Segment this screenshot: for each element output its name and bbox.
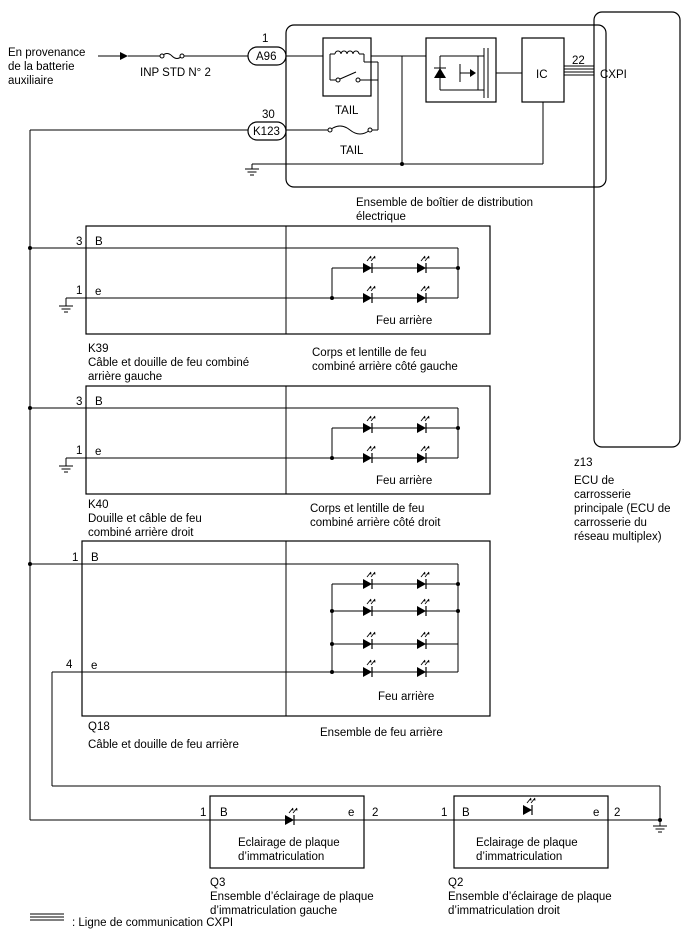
- q3-label-line2: d’immatriculation gauche: [210, 905, 337, 917]
- q3-label-line1: Ensemble d’éclairage de plaque: [210, 891, 374, 903]
- k39-lens-line2: combiné arrière côté gauche: [312, 361, 458, 373]
- q3-plate-lamp: [209, 795, 365, 869]
- k39-e-pin: 1: [76, 285, 82, 297]
- q2-label-line1: Ensemble d’éclairage de plaque: [448, 891, 612, 903]
- q3-b-term: B: [220, 807, 228, 819]
- fuse-symbol: [161, 53, 183, 59]
- k40-code: K40: [88, 499, 108, 511]
- tail-fuse-symbol: [329, 125, 371, 135]
- cxpi-label: CXPI: [600, 69, 627, 81]
- relay-tail-label: TAIL: [335, 105, 359, 117]
- q2-lamp-line2: d’immatriculation: [476, 851, 562, 863]
- source-label-line1: En provenance: [8, 47, 85, 59]
- connector-k123-label: K123: [253, 126, 280, 138]
- legend-cxpi-text: : Ligne de communication CXPI: [72, 917, 233, 929]
- tail-relay: [322, 37, 372, 97]
- k39-b-term: B: [95, 236, 103, 248]
- q18-e-pin: 4: [66, 659, 73, 671]
- ecu-label-line3: principale (ECU de: [574, 503, 671, 515]
- ecu-label-line2: carrosserie: [574, 489, 631, 501]
- q18-label-line1: Câble et douille de feu arrière: [88, 739, 239, 751]
- q2-e-pin: 2: [614, 807, 620, 819]
- k39-label-line1: Câble et douille de feu combiné: [88, 357, 249, 369]
- k40-b-pin: 3: [76, 396, 82, 408]
- diode-icon: [434, 68, 446, 78]
- ecu-code: z13: [574, 457, 593, 469]
- junction-label-line1: Ensemble de boîtier de distribution: [356, 197, 533, 209]
- junction-block: [285, 24, 607, 188]
- q2-b-term: B: [462, 807, 470, 819]
- pin-22-label: 22: [572, 55, 585, 67]
- k39-b-pin: 3: [76, 236, 82, 248]
- k40-assembly: [85, 385, 491, 495]
- fuse-tail-label: TAIL: [340, 145, 364, 157]
- q2-label-line2: d’immatriculation droit: [448, 905, 561, 917]
- q3-e-pin: 2: [372, 807, 378, 819]
- k40-label-line2: combiné arrière droit: [88, 527, 194, 539]
- q2-b-pin: 1: [441, 807, 447, 819]
- q3-lamp-line2: d’immatriculation: [238, 851, 324, 863]
- ecu-label-line1: ECU de: [574, 475, 614, 487]
- q18-b-pin: 1: [72, 552, 78, 564]
- source-label-line2: de la batterie: [8, 61, 75, 73]
- transistor-block: [425, 37, 497, 103]
- junction-label-line2: électrique: [356, 211, 406, 223]
- k40-b-term: B: [95, 396, 103, 408]
- q3-code: Q3: [210, 877, 225, 889]
- k39-lens-line1: Corps et lentille de feu: [312, 347, 426, 359]
- k40-feu-arriere: Feu arrière: [376, 475, 432, 487]
- ic-label: IC: [536, 69, 548, 81]
- body-ecu-z13: [593, 11, 681, 448]
- q2-e-term: e: [593, 807, 599, 819]
- q2-code: Q2: [448, 877, 463, 889]
- connector-k123: [247, 121, 287, 141]
- q3-b-pin: 1: [200, 807, 206, 819]
- k39-feu-arriere: Feu arrière: [376, 315, 432, 327]
- q18-e-term: e: [91, 660, 97, 672]
- q3-e-term: e: [348, 807, 354, 819]
- ecu-label-line4: carrosserie du: [574, 517, 647, 529]
- legend-cxpi-line-symbol: [30, 913, 64, 921]
- q18-feu-arriere: Feu arrière: [378, 691, 434, 703]
- fuse-inp-label: INP STD N° 2: [140, 67, 211, 79]
- k40-lens-line1: Corps et lentille de feu: [310, 503, 424, 515]
- q18-code: Q18: [88, 721, 110, 733]
- k39-code: K39: [88, 343, 108, 355]
- ecu-label-line5: réseau multiplex): [574, 531, 662, 543]
- q2-plate-lamp: [453, 795, 609, 869]
- q3-lamp-line1: Eclairage de plaque: [238, 837, 340, 849]
- q2-lamp-line1: Eclairage de plaque: [476, 837, 578, 849]
- arrow-right-icon: [120, 52, 128, 60]
- connector-a96-label: A96: [256, 51, 276, 63]
- k40-e-term: e: [95, 446, 101, 458]
- k39-e-term: e: [95, 286, 101, 298]
- pin-1-label: 1: [262, 33, 268, 45]
- k39-label-line2: arrière gauche: [88, 371, 162, 383]
- source-label-line3: auxiliaire: [8, 75, 53, 87]
- k40-e-pin: 1: [76, 445, 82, 457]
- q18-b-term: B: [91, 552, 99, 564]
- k40-label-line1: Douille et câble de feu: [88, 513, 202, 525]
- q18-assy-label: Ensemble de feu arrière: [320, 727, 443, 739]
- pin-30-label: 30: [262, 109, 275, 121]
- k40-lens-line2: combiné arrière côté droit: [310, 517, 441, 529]
- k39-assembly: [85, 225, 491, 335]
